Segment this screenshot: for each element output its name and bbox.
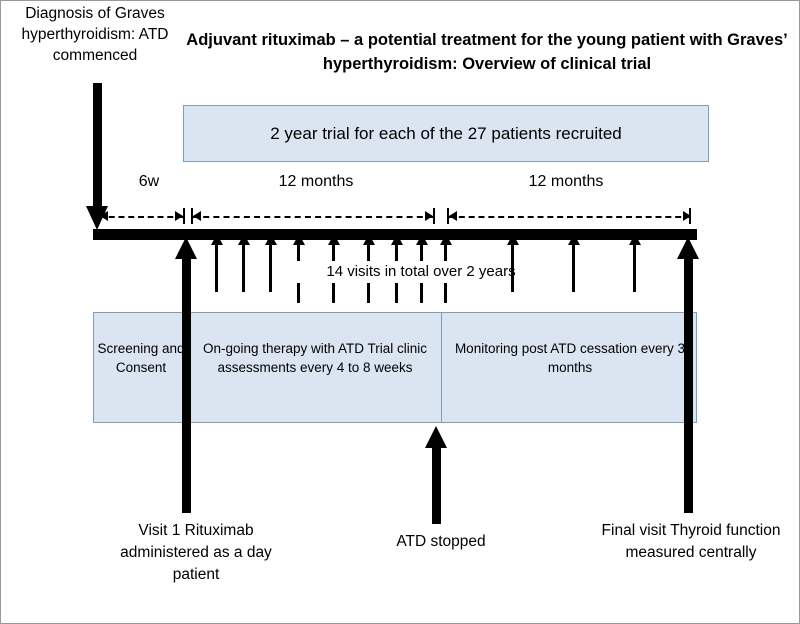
phase-panel [93,312,697,423]
tick-mark-12m2-start [447,208,449,224]
dashed-span-12-months-first [193,216,433,218]
visit-arrow-shaft [395,283,398,303]
milestone-arrow-head-icon [425,426,447,448]
visit-arrow-shaft [215,244,218,292]
page-title: Adjuvant rituximab – a potential treatme… [186,31,788,73]
phase-monitoring-label: Monitoring post ATD cessation every 3 mo… [454,341,686,375]
visit-arrow-shaft [444,283,447,303]
dashed-span-12-months-second [449,216,691,218]
visit-arrow-head-icon [265,234,277,245]
visit-arrow-shaft [332,244,335,261]
visit-arrow-shaft [420,283,423,303]
visit-arrow-shaft [444,244,447,261]
phase-ongoing-therapy-label: On-going therapy with ATD Trial clinic a… [202,341,428,375]
visit-arrow-shaft [297,283,300,303]
visit-arrow-head-icon [507,234,519,245]
diagnosis-label: Diagnosis of Graves hyperthyroidism: ATD… [21,5,169,64]
milestone-arrow-shaft [182,259,191,513]
visit-arrow-shaft [297,244,300,261]
milestone-label-final-visit: Final visit Thyroid function measured ce… [601,522,781,561]
arrowhead-left-12m1 [193,211,201,221]
trial-summary-text: 2 year trial for each of the 27 patients… [270,123,622,143]
milestone-arrow-head-icon [677,237,699,259]
visit-arrow-head-icon [568,234,580,245]
visit-arrow-head-icon [629,234,641,245]
tick-mark-6w-end [183,208,185,224]
visit-arrow-shaft [367,283,370,303]
tick-mark-12m1-end [433,208,435,224]
visits-total-caption: 14 visits in total over 2 years [326,263,516,280]
duration-label-12-months-second: 12 months [528,173,604,190]
phase-divider [441,312,442,423]
milestone-label-visit-1: Visit 1 Rituximab administered as a day … [120,522,272,583]
visit-arrow-shaft [633,244,636,292]
visit-arrow-shaft [395,244,398,261]
visit-arrow-shaft [269,244,272,292]
duration-label-12-months-first: 12 months [278,173,354,190]
diagnosis-arrow-shaft [93,83,102,213]
visit-arrow-head-icon [328,234,340,245]
duration-label-6w: 6w [138,173,160,190]
arrowhead-left-12m2 [449,211,457,221]
visit-arrow-head-icon [363,234,375,245]
arrowhead-right-6w [175,211,183,221]
diagnosis-arrow-head-icon [86,206,108,230]
visit-arrow-shaft [420,244,423,261]
milestone-label-atd-stopped: ATD stopped [396,533,486,550]
visit-arrow-shaft [242,244,245,292]
tick-mark-12m1-start [191,208,193,224]
arrowhead-right-12m2 [683,211,691,221]
milestone-arrow-shaft [684,259,693,513]
milestone-arrow-shaft [432,448,441,524]
visit-arrow-shaft [511,244,514,292]
visit-arrow-shaft [572,244,575,292]
phase-screening-label: Screening and Consent [97,341,185,375]
visit-arrow-head-icon [293,234,305,245]
visit-arrow-head-icon [238,234,250,245]
dashed-span-6w [99,216,183,218]
visit-arrow-head-icon [440,234,452,245]
visit-arrow-head-icon [391,234,403,245]
visit-arrow-head-icon [416,234,428,245]
milestone-arrow-head-icon [175,237,197,259]
visit-arrow-shaft [332,283,335,303]
visit-arrow-shaft [367,244,370,261]
trial-summary-banner: 2 year trial for each of the 27 patients… [183,105,709,162]
visit-arrow-head-icon [211,234,223,245]
arrowhead-right-12m1 [425,211,433,221]
